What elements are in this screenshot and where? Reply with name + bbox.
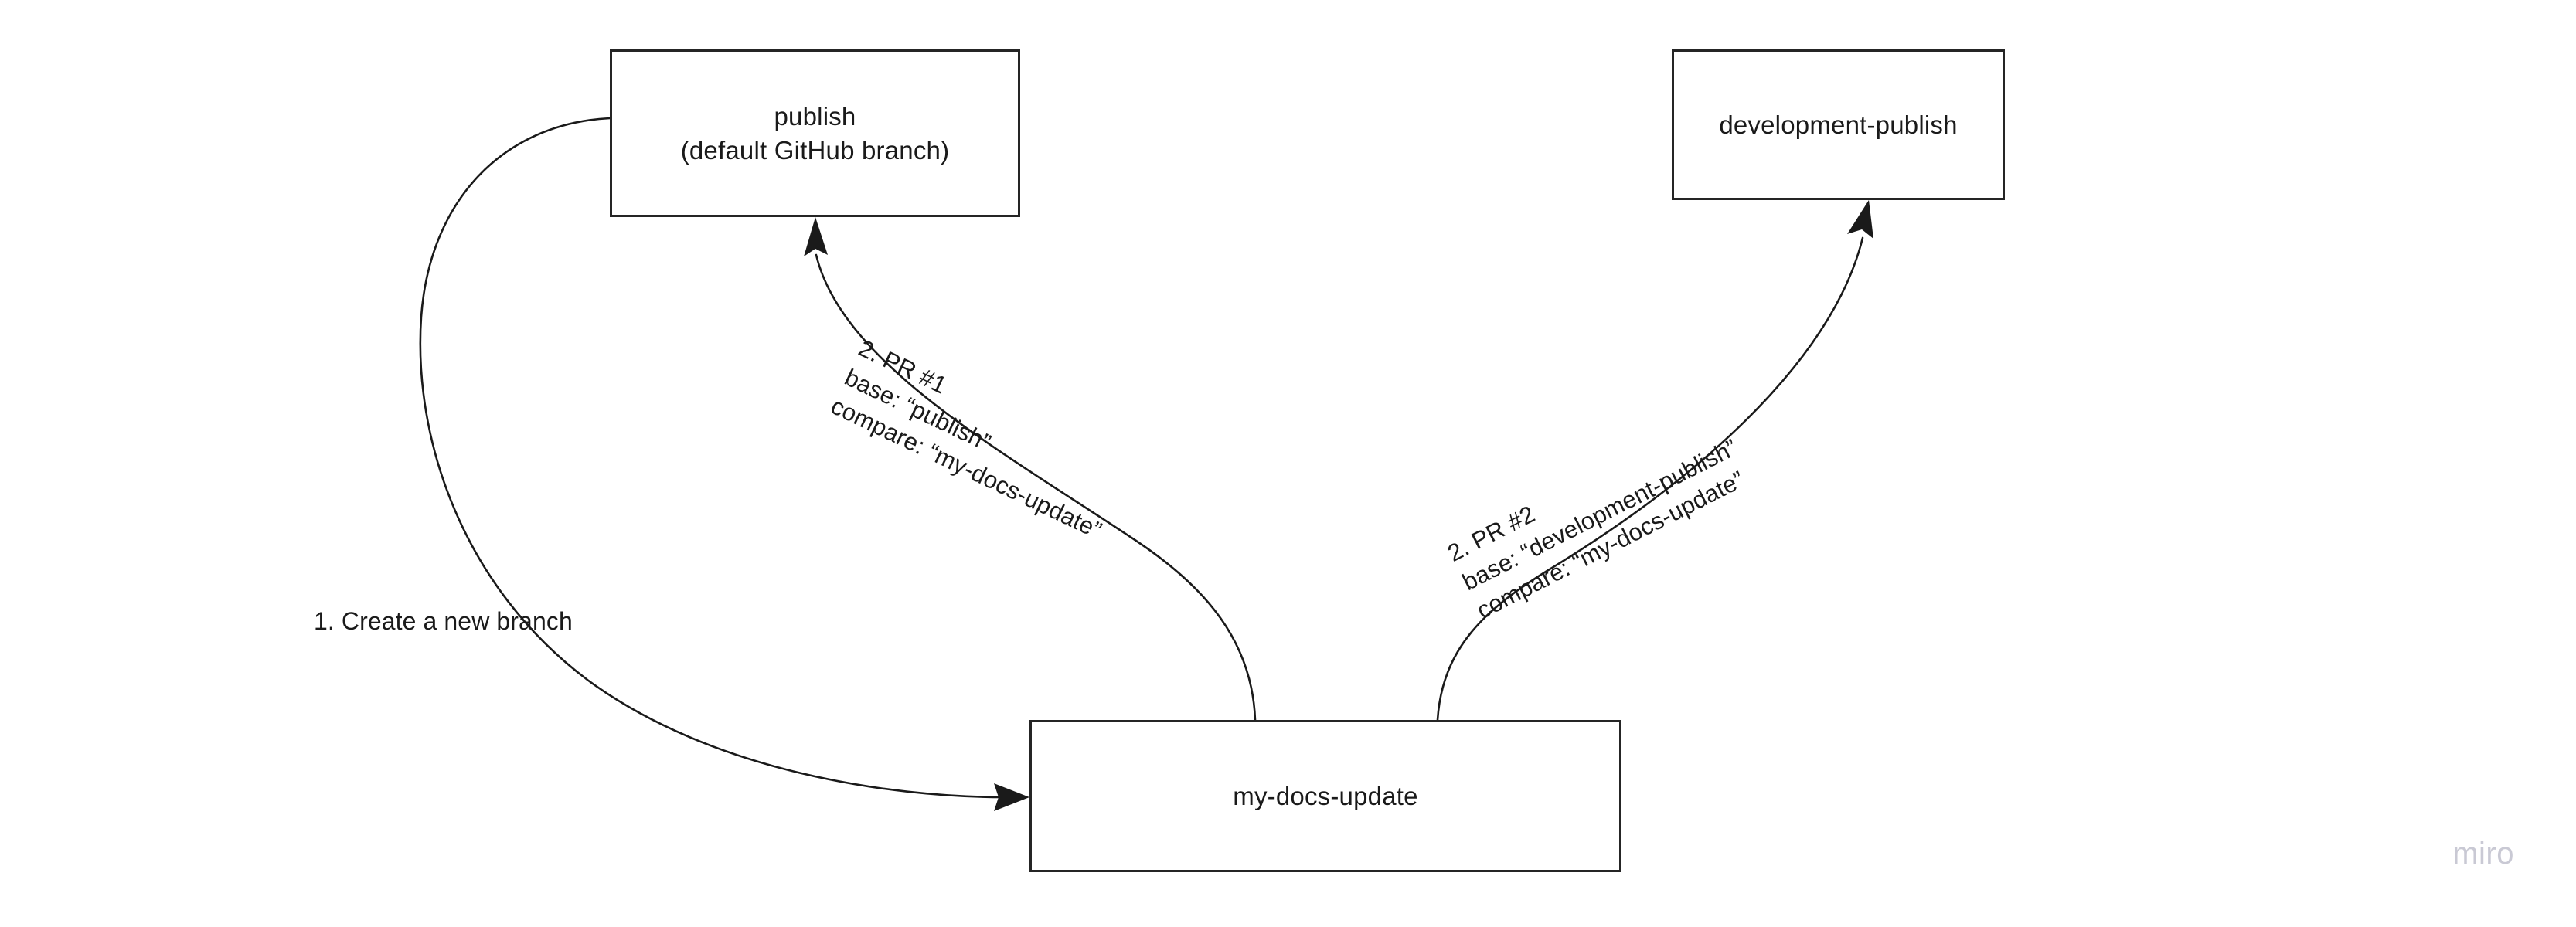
node-development-publish-label: development-publish [1719,110,1958,139]
edge-create-branch [419,117,1029,811]
edge-pr2-arrowhead [1847,200,1873,239]
edge-pr2 [1436,200,1873,722]
miro-watermark: miro [2452,837,2514,871]
node-my-docs-update-label: my-docs-update [1233,781,1418,810]
node-publish[interactable]: publish (default GitHub branch) [610,49,1020,217]
edge-create-branch-path [419,117,1006,799]
node-publish-label: publish (default GitHub branch) [680,101,950,165]
edge-pr1-arrowhead [804,217,828,256]
edge-label-create-branch: 1. Create a new branch [314,607,573,635]
edge-pr1-path [815,253,1257,722]
edge-pr2-path [1436,236,1864,722]
node-development-publish[interactable]: development-publish [1672,49,2005,200]
node-my-docs-update[interactable]: my-docs-update [1029,720,1621,872]
edge-pr1 [804,217,1257,722]
edge-create-branch-arrowhead [994,783,1029,811]
